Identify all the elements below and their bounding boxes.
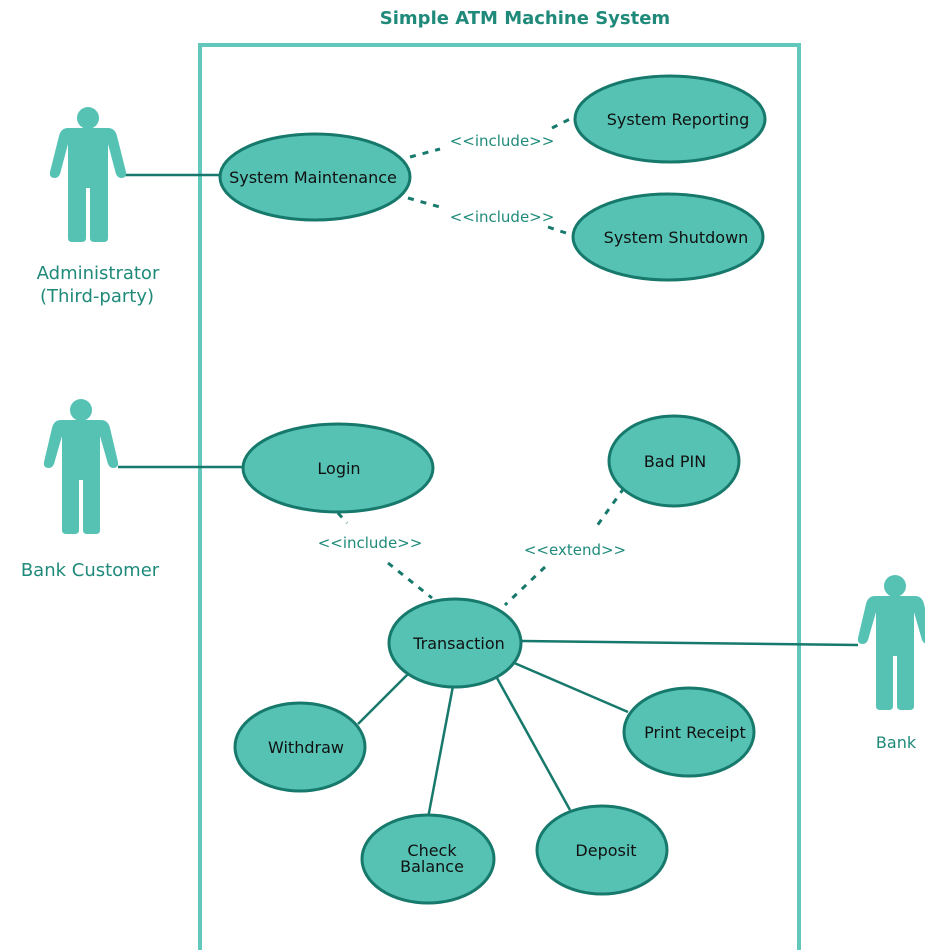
use-case-withdraw: Withdraw bbox=[233, 701, 367, 793]
include-label-shutdown: <<include>> bbox=[450, 208, 555, 226]
actor-administrator-label-line2: (Third-party) bbox=[40, 286, 154, 307]
use-case-label: System Maintenance bbox=[229, 168, 397, 187]
actor-bank-label: Bank bbox=[876, 733, 917, 752]
include-reporting-line-a bbox=[409, 147, 441, 159]
assoc-transaction-withdraw bbox=[357, 671, 411, 725]
extend-badpin-line-a bbox=[592, 487, 626, 531]
extend-badpin-line-b bbox=[503, 565, 547, 607]
use-case-check-balance: Check Balance bbox=[360, 813, 496, 905]
use-case-label-line2: Balance bbox=[400, 857, 464, 876]
use-case-system-reporting: System Reporting bbox=[573, 74, 767, 164]
assoc-transaction-checkbalance bbox=[426, 685, 455, 819]
use-case-bad-pin: Bad PIN bbox=[607, 414, 741, 508]
actor-administrator-label-line1: Administrator bbox=[37, 263, 160, 284]
extend-label-badpin: <<extend>> bbox=[524, 541, 626, 559]
use-case-label-line1: Check bbox=[407, 841, 457, 860]
diagram-title: Simple ATM Machine System bbox=[380, 8, 670, 29]
use-case-print-receipt: Print Receipt bbox=[622, 686, 756, 778]
include-reporting-line-b bbox=[551, 115, 575, 130]
include-shutdown-line-a bbox=[407, 196, 441, 209]
use-case-label: System Shutdown bbox=[604, 228, 749, 247]
include-shutdown-line-b bbox=[547, 225, 576, 238]
actor-bank-icon bbox=[857, 575, 925, 710]
system-boundary bbox=[198, 43, 801, 950]
use-case-login: Login bbox=[241, 422, 435, 514]
use-case-label: Withdraw bbox=[268, 738, 344, 757]
use-case-label: System Reporting bbox=[607, 110, 750, 129]
use-case-label: Login bbox=[317, 459, 360, 478]
assoc-transaction-printreceipt bbox=[511, 660, 629, 714]
use-case-system-maintenance: System Maintenance bbox=[218, 132, 412, 222]
use-case-deposit: Deposit bbox=[535, 804, 669, 896]
assoc-transaction-deposit bbox=[495, 677, 572, 811]
actor-bank-customer-icon bbox=[43, 399, 119, 534]
include-label-reporting: <<include>> bbox=[450, 132, 555, 150]
actor-administrator-icon bbox=[49, 107, 127, 242]
use-case-system-shutdown: System Shutdown bbox=[571, 192, 765, 282]
use-case-label: Print Receipt bbox=[644, 723, 746, 742]
include-label-login: <<include>> bbox=[318, 534, 423, 552]
actor-bank-customer-label: Bank Customer bbox=[21, 560, 160, 581]
use-case-label: Deposit bbox=[575, 841, 636, 860]
use-case-transaction: Transaction bbox=[387, 597, 523, 689]
assoc-transaction-bank bbox=[521, 639, 859, 647]
include-login-line-b bbox=[387, 561, 433, 600]
use-case-label: Transaction bbox=[412, 634, 505, 653]
include-login-line-a bbox=[336, 511, 349, 525]
use-case-label: Bad PIN bbox=[644, 452, 706, 471]
